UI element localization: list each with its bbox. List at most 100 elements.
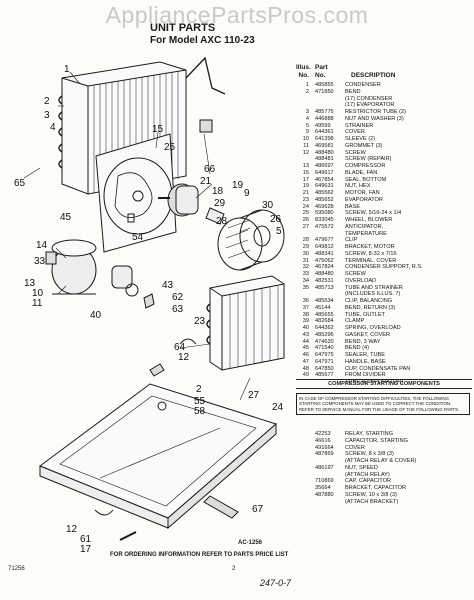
part-number: 485562 — [315, 190, 334, 196]
illus-number — [296, 96, 309, 103]
callout-40: 40 — [90, 310, 102, 321]
part-description: WHEEL, BLOWER — [345, 217, 393, 223]
illus-number: 29 — [302, 244, 309, 250]
callout-19: 19 — [232, 180, 244, 191]
callout-23: 23 — [194, 316, 206, 327]
part-row: 487869 SCREW, 8 x 3/8 (3) — [296, 451, 472, 458]
part-description: GROMMET (3) — [345, 142, 383, 149]
part-number: 485652 — [315, 196, 334, 203]
part-description: SCREW, 8 x 3/8 (3) — [345, 451, 394, 458]
illus-number: 32 — [302, 264, 309, 271]
illus-number: 49 — [302, 372, 309, 379]
part-number — [309, 458, 345, 465]
watermark: AppliancePartsPros.com — [105, 2, 369, 28]
part-number: 485677 — [315, 372, 334, 379]
illus-number: 9 — [305, 129, 309, 136]
part-row: (INCLUDES ILLUS. 7) — [296, 291, 472, 298]
callout-27: 27 — [248, 390, 260, 401]
illus-number: 4 — [305, 115, 309, 122]
part-description: EVAPORATOR — [345, 196, 383, 203]
part-number — [309, 499, 345, 506]
illus-number: 24 — [302, 203, 309, 210]
part-number: 641398 — [315, 136, 334, 142]
part-row: TEMPERATURE — [296, 231, 472, 238]
callout-30: 30 — [262, 200, 274, 211]
illus-number: 1 — [305, 82, 309, 88]
part-description: SCREW, 10 x 3/8 (3) — [345, 491, 397, 498]
part-description: BLADE, FAN — [345, 169, 378, 176]
footer-code: 71256 — [8, 566, 25, 572]
illus-number: 3 — [305, 109, 309, 115]
callout-15: 15 — [152, 124, 164, 135]
part-number: 467854 — [315, 176, 334, 183]
callout-2: 2 — [44, 96, 50, 107]
part-description: (ATTACH RELAY) — [345, 471, 390, 478]
callout-18: 18 — [212, 186, 224, 197]
part-description: CLAMP — [345, 318, 365, 325]
part-number: 485296 — [315, 331, 334, 338]
part-number: 487869 — [315, 451, 334, 458]
part-row: (ATTACH RELAY) — [296, 472, 472, 479]
callout-58: 58 — [194, 406, 206, 417]
part-number: 485655 — [315, 311, 334, 318]
callout-4: 4 — [50, 122, 56, 133]
part-number: 471850 — [315, 88, 334, 95]
illus-number: 47 — [302, 358, 309, 365]
part-description: SCREW, 5/16-24 x 1/4 — [345, 210, 402, 217]
part-number: 35664 — [315, 485, 331, 491]
part-description: SEALER, TUBE — [345, 352, 386, 358]
illus-number — [296, 291, 309, 298]
part-number: 649631 — [315, 183, 334, 190]
page-title: UNIT PARTS — [150, 22, 216, 34]
illus-number — [296, 231, 309, 238]
callout-21: 21 — [200, 176, 212, 187]
callout-10: 10 — [32, 288, 44, 299]
illus-number: 45 — [302, 345, 309, 352]
illus-number — [296, 102, 309, 109]
illus-number: 35 — [302, 284, 309, 291]
illus-number — [296, 492, 309, 499]
part-description: TEMPERATURE — [345, 230, 387, 237]
illus-number: 48 — [302, 365, 309, 372]
part-description: CLIP — [345, 237, 358, 244]
part-number — [309, 102, 345, 109]
callout-43: 43 — [162, 280, 174, 291]
callout-24: 24 — [272, 402, 284, 413]
part-description: (INCLUDES ILLUS. 7) — [345, 291, 401, 298]
part-number: 482684 — [315, 318, 334, 325]
illus-number: 39 — [302, 318, 309, 325]
part-description: HANDLE, BASE — [345, 358, 386, 365]
part-row: (17) CONDENSER — [296, 96, 472, 103]
part-number: 647971 — [315, 358, 334, 365]
illus-number: 30 — [302, 250, 309, 257]
handwritten-note: 247-0-7 — [260, 578, 292, 588]
callout-33: 33 — [34, 256, 46, 267]
part-description: BEND (4) — [345, 345, 369, 352]
illus-number — [296, 451, 309, 458]
part-description: TUBE, OUTLET — [345, 311, 386, 318]
part-number: 488341 — [315, 250, 334, 257]
blower-wheel — [217, 209, 285, 271]
part-row: TUBE (EVAPORATOR) — [296, 379, 472, 386]
part-number: 475062 — [315, 257, 334, 264]
part-number: 485713 — [315, 284, 334, 291]
part-description: BEND — [345, 88, 361, 95]
part-number: 649812 — [315, 244, 334, 250]
illus-number: 15 — [302, 169, 309, 176]
part-description: (ATTACH RELAY & COVER) — [345, 458, 417, 464]
illus-number: 38 — [302, 311, 309, 318]
